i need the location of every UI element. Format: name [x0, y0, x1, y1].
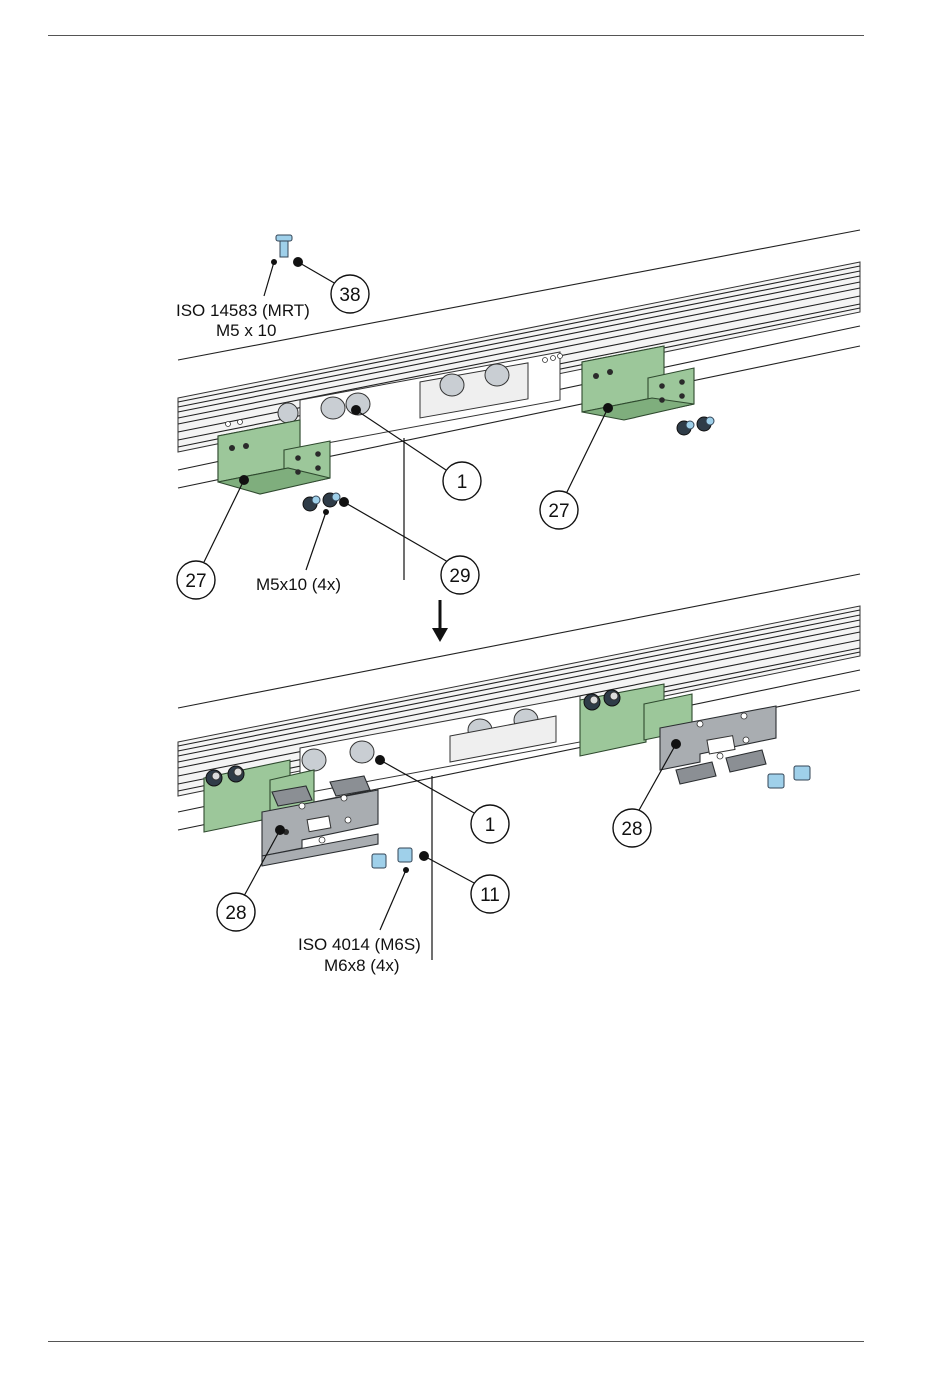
bolt-spec-line1: ISO 4014 (M6S): [298, 935, 421, 954]
callout-m5x10: [306, 509, 329, 570]
callout-1-bottom-label: 1: [485, 815, 496, 836]
bottom-assembly: 1 28 28 11 ISO 4014 (M6S) M6x8 (4x): [178, 574, 860, 975]
callout-1-bottom: 1: [375, 755, 509, 843]
callout-29-label: 29: [449, 566, 470, 587]
callout-m6x8: [380, 867, 409, 930]
callout-27-left-label: 27: [185, 571, 206, 592]
bolts-11-right: [768, 766, 810, 788]
screw-spec-line2: M5 x 10: [216, 321, 276, 340]
callout-29: 29: [339, 497, 479, 594]
screws-29-right: [677, 417, 714, 435]
callout-27-right: 27: [540, 403, 613, 529]
callout-11-label: 11: [480, 885, 500, 906]
callout-28-left-label: 28: [225, 903, 246, 924]
callout-38-label: 38: [339, 285, 360, 306]
screw-count-label: M5x10 (4x): [256, 575, 341, 594]
bolt-spec-line2: M6x8 (4x): [324, 956, 400, 975]
top-assembly: 38 ISO 14583 (MRT) M5 x 10 1 27 27 29: [176, 230, 860, 599]
callout-27-left: 27: [177, 475, 249, 599]
arrow-down-icon: [432, 600, 448, 642]
screw-38-icon: [276, 235, 292, 257]
callout-28-right-label: 28: [621, 819, 642, 840]
callout-27-right-label: 27: [548, 501, 569, 522]
screws-29-left: [303, 493, 340, 511]
screw-spec-line1: ISO 14583 (MRT): [176, 301, 310, 320]
callout-1-top-label: 1: [457, 472, 468, 493]
bolts-11-left: [372, 848, 412, 868]
